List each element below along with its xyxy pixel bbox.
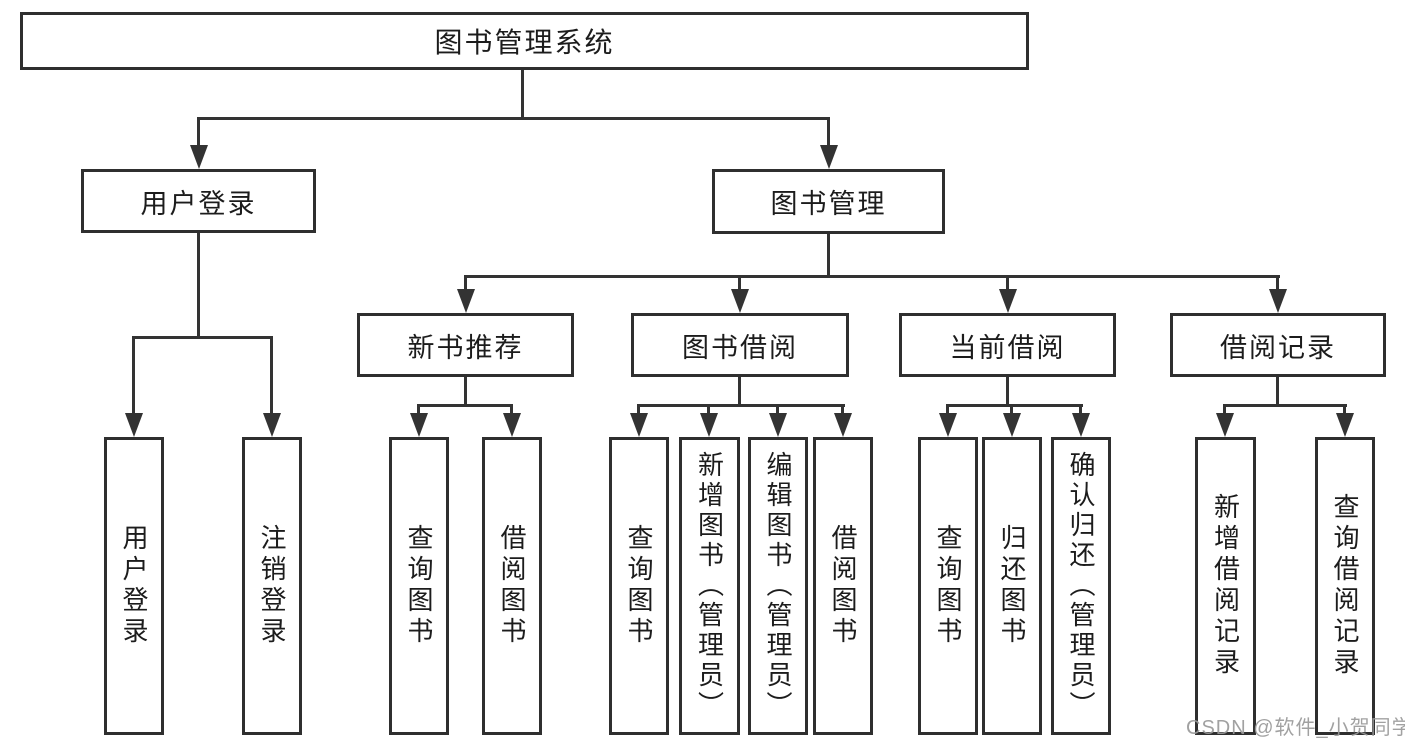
- connector-line: [510, 404, 513, 416]
- connector-line: [1276, 275, 1279, 291]
- node-label: 用户登录: [119, 524, 149, 648]
- csdn-watermark: CSDN @软件_小贺同学: [1186, 717, 1405, 739]
- connector-line: [417, 404, 513, 407]
- arrow-down-icon: [939, 413, 957, 437]
- node-book-management: 图书管理: [712, 169, 945, 234]
- node-new-book-recommendation: 新书推荐: [357, 313, 574, 377]
- leaf-confirm-return-admin: 确认归还（管理员）: [1051, 437, 1111, 735]
- arrow-down-icon: [457, 289, 475, 313]
- leaf-add-borrow-record: 新增借阅记录: [1195, 437, 1256, 735]
- node-current-borrowing: 当前借阅: [899, 313, 1116, 377]
- leaf-borrow-books-recommend: 借阅图书: [482, 437, 542, 735]
- node-label: 借阅图书: [497, 524, 527, 648]
- arrow-down-icon: [700, 413, 718, 437]
- connector-line: [827, 234, 830, 276]
- arrow-down-icon: [125, 413, 143, 437]
- connector-line: [1006, 275, 1009, 291]
- arrow-down-icon: [1336, 413, 1354, 437]
- leaf-user-login: 用户登录: [104, 437, 164, 735]
- connector-line: [738, 377, 741, 407]
- node-library-management-system: 图书管理系统: [20, 12, 1029, 70]
- connector-line: [1223, 404, 1347, 407]
- connector-line: [1276, 377, 1279, 407]
- node-label: 注销登录: [257, 524, 287, 648]
- node-label: 图书管理: [770, 189, 887, 219]
- connector-line: [417, 404, 420, 416]
- connector-line: [707, 404, 710, 416]
- arrow-down-icon: [731, 289, 749, 313]
- connector-line: [270, 336, 273, 414]
- arrow-down-icon: [769, 413, 787, 437]
- node-label: 用户登录: [140, 188, 257, 219]
- connector-line: [464, 377, 467, 407]
- node-label: 归还图书: [997, 524, 1027, 648]
- leaf-query-borrow-record: 查询借阅记录: [1315, 437, 1375, 735]
- leaf-query-books-borrowing: 查询图书: [609, 437, 669, 735]
- node-book-borrowing: 图书借阅: [631, 313, 849, 377]
- connector-line: [946, 404, 1083, 407]
- connector-line: [1079, 404, 1082, 416]
- node-label: 借阅记录: [1220, 332, 1336, 363]
- arrow-down-icon: [999, 289, 1017, 313]
- connector-line: [464, 275, 1280, 278]
- arrow-down-icon: [820, 145, 838, 169]
- connector-line: [776, 404, 779, 416]
- arrow-down-icon: [1269, 289, 1287, 313]
- connector-line: [738, 275, 741, 291]
- leaf-add-books-admin: 新增图书（管理员）: [679, 437, 740, 735]
- leaf-logout: 注销登录: [242, 437, 302, 735]
- leaf-return-books: 归还图书: [982, 437, 1042, 735]
- node-label: 图书借阅: [682, 332, 798, 363]
- connector-line: [197, 117, 830, 120]
- connector-line: [197, 233, 200, 337]
- connector-line: [637, 404, 640, 416]
- arrow-down-icon: [1003, 413, 1021, 437]
- node-label: 查询图书: [933, 524, 963, 648]
- connector-line: [132, 336, 135, 414]
- connector-line: [637, 404, 845, 407]
- leaf-query-books-recommend: 查询图书: [389, 437, 449, 735]
- node-label: 借阅图书: [828, 524, 858, 648]
- connector-line: [1006, 377, 1009, 407]
- connector-line: [1010, 404, 1013, 416]
- arrow-down-icon: [834, 413, 852, 437]
- connector-line: [521, 70, 524, 118]
- node-label: 新增借阅记录: [1210, 493, 1241, 679]
- leaf-query-books-current: 查询图书: [918, 437, 978, 735]
- arrow-down-icon: [630, 413, 648, 437]
- node-label: 确认归还（管理员）: [1066, 451, 1096, 721]
- node-label: 查询图书: [404, 524, 434, 648]
- node-label: 图书管理系统: [434, 27, 615, 58]
- node-user-login: 用户登录: [81, 169, 316, 233]
- connector-line: [1343, 404, 1346, 416]
- connector-line: [827, 117, 830, 149]
- connector-line: [841, 404, 844, 416]
- connector-line: [132, 336, 273, 339]
- connector-line: [1223, 404, 1226, 416]
- node-label: 编辑图书（管理员）: [763, 451, 793, 721]
- leaf-borrow-books: 借阅图书: [813, 437, 873, 735]
- arrow-down-icon: [1072, 413, 1090, 437]
- arrow-down-icon: [503, 413, 521, 437]
- arrow-down-icon: [263, 413, 281, 437]
- arrow-down-icon: [190, 145, 208, 169]
- node-label: 查询图书: [624, 524, 654, 648]
- connector-line: [946, 404, 949, 416]
- node-label: 新增图书（管理员）: [694, 451, 725, 721]
- leaf-edit-books-admin: 编辑图书（管理员）: [748, 437, 808, 735]
- node-borrowing-records: 借阅记录: [1170, 313, 1386, 377]
- node-label: 当前借阅: [949, 332, 1066, 363]
- node-label: 新书推荐: [407, 332, 524, 363]
- arrow-down-icon: [410, 413, 428, 437]
- arrow-down-icon: [1216, 413, 1234, 437]
- node-label: 查询借阅记录: [1330, 493, 1360, 679]
- connector-line: [464, 275, 467, 291]
- connector-line: [197, 117, 200, 149]
